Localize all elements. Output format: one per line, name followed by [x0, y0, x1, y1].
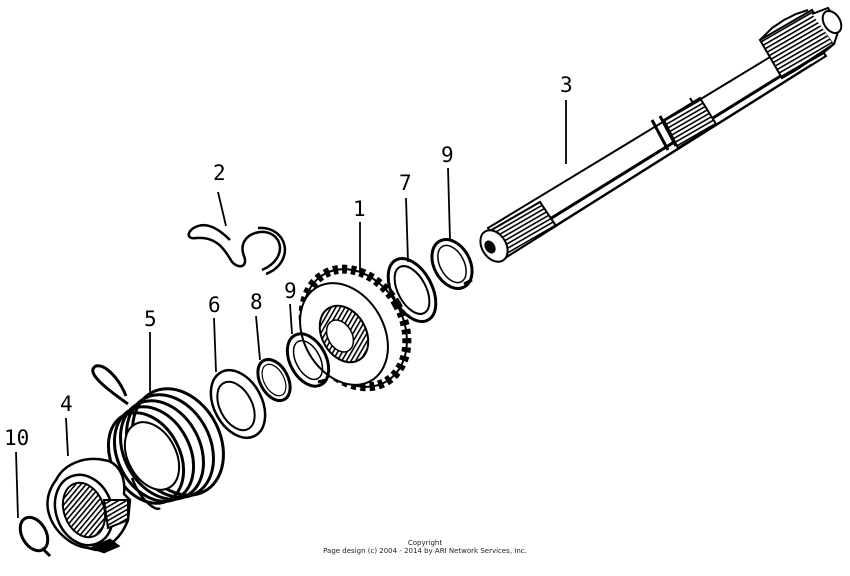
label-part-8: 8 — [250, 290, 263, 314]
coil-spring — [91, 364, 225, 510]
label-part-3: 3 — [560, 73, 573, 97]
copyright-line: Copyright — [407, 539, 443, 547]
label-part-9-left: 9 — [284, 279, 297, 303]
label-part-7: 7 — [399, 171, 412, 195]
label-part-9-right: 9 — [441, 143, 454, 167]
label-part-6: 6 — [208, 293, 221, 317]
label-part-1: 1 — [353, 197, 366, 221]
main-shaft — [479, 6, 843, 263]
washer — [209, 369, 267, 439]
thrust-washer — [386, 257, 438, 323]
label-part-5: 5 — [144, 307, 157, 331]
circlip-end — [18, 515, 52, 558]
page-design-credit: Page design (c) 2004 - 2014 by ARI Netwo… — [323, 547, 527, 555]
circlip-left — [285, 332, 331, 388]
ratchet — [46, 457, 132, 554]
spring-clip — [187, 223, 287, 276]
label-part-2: 2 — [213, 161, 226, 185]
label-part-10: 10 — [4, 426, 29, 450]
callout-labels: 1 2 3 4 5 6 7 8 9 9 10 — [4, 73, 573, 450]
circlip-right — [430, 238, 474, 290]
label-part-4: 4 — [60, 392, 73, 416]
leader-lines — [15, 100, 567, 519]
circlip-small — [256, 357, 292, 403]
